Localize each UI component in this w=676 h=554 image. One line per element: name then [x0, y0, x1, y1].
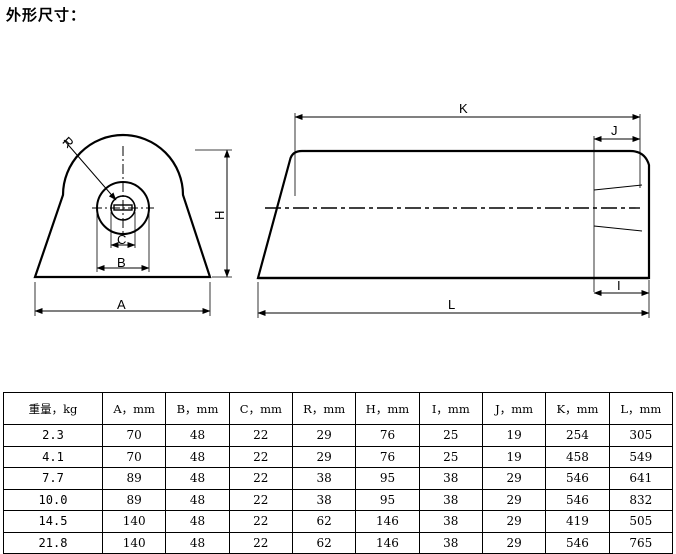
cell: 146 — [355, 510, 420, 533]
cell: 29 — [481, 510, 547, 533]
label-r: R — [60, 134, 77, 151]
cell: 29 — [291, 445, 357, 468]
section-title: 外形尺寸： — [6, 6, 87, 24]
cell: 38 — [418, 510, 483, 533]
header-i: I，mm — [418, 392, 483, 425]
cell: 48 — [165, 488, 230, 511]
cell: 76 — [355, 424, 420, 447]
cell: 76 — [355, 445, 420, 468]
cell: 22 — [228, 531, 293, 554]
cell: 2.3 — [3, 424, 103, 447]
cell: 641 — [608, 467, 674, 490]
header-a: A，mm — [101, 392, 167, 425]
cell: 38 — [418, 467, 483, 490]
cell: 146 — [355, 531, 420, 554]
cell: 22 — [228, 424, 293, 447]
cell: 546 — [545, 467, 610, 490]
header-b: B，mm — [165, 392, 230, 425]
header-c: C，mm — [228, 392, 293, 425]
cell: 7.7 — [3, 467, 103, 490]
label-l: L — [448, 297, 455, 312]
cell: 70 — [101, 445, 167, 468]
cell: 140 — [101, 510, 167, 533]
cell: 458 — [545, 445, 610, 468]
cell: 95 — [355, 488, 420, 511]
cell: 546 — [545, 488, 610, 511]
cell: 89 — [101, 467, 167, 490]
cell: 19 — [481, 424, 547, 447]
radius-leader — [63, 139, 117, 201]
header-r: R，mm — [291, 392, 357, 425]
side-view — [256, 113, 651, 318]
label-b: B — [117, 255, 126, 270]
header-l: L，mm — [608, 392, 674, 425]
cell: 19 — [481, 445, 547, 468]
cell: 62 — [291, 510, 357, 533]
header-weight: 重量，kg — [3, 392, 103, 425]
header-k: K，mm — [545, 392, 610, 425]
cell: 29 — [481, 531, 547, 554]
cell: 38 — [291, 488, 357, 511]
cell: 832 — [608, 488, 674, 511]
cell: 254 — [545, 424, 610, 447]
cell: 25 — [418, 445, 483, 468]
header-h: H，mm — [355, 392, 420, 425]
cell: 419 — [545, 510, 610, 533]
label-h: H — [212, 211, 227, 220]
cell: 48 — [165, 424, 230, 447]
label-c: C — [117, 232, 126, 247]
cell: 70 — [101, 424, 167, 447]
cell: 48 — [165, 445, 230, 468]
cell: 14.5 — [3, 510, 103, 533]
label-k: K — [459, 101, 468, 116]
cell: 549 — [608, 445, 674, 468]
cell: 62 — [291, 531, 357, 554]
cell: 22 — [228, 488, 293, 511]
label-j: J — [611, 123, 618, 138]
cell: 22 — [228, 445, 293, 468]
cell: 48 — [165, 510, 230, 533]
cell: 95 — [355, 467, 420, 490]
front-view-outline — [33, 133, 212, 279]
cell: 29 — [481, 488, 547, 511]
cell: 22 — [228, 467, 293, 490]
cell: 29 — [481, 467, 547, 490]
dimension-drawing: R C B H A K J I L — [33, 101, 651, 318]
cell: 48 — [165, 531, 230, 554]
cell: 38 — [418, 531, 483, 554]
cell: 505 — [608, 510, 674, 533]
cell: 305 — [608, 424, 674, 447]
label-a: A — [117, 297, 126, 312]
cell: 38 — [418, 488, 483, 511]
cell: 546 — [545, 531, 610, 554]
cell: 10.0 — [3, 488, 103, 511]
front-view — [33, 133, 232, 316]
cell: 22 — [228, 510, 293, 533]
label-i: I — [617, 278, 621, 293]
spec-table: 重量，kg A，mm B，mm C，mm R，mm H，mm I，mm J，mm… — [3, 392, 674, 554]
cell: 4.1 — [3, 445, 103, 468]
cell: 21.8 — [3, 531, 103, 554]
table-header-row: 重量，kg A，mm B，mm C，mm R，mm H，mm I，mm J，mm… — [3, 392, 674, 425]
cell: 140 — [101, 531, 167, 554]
cell: 25 — [418, 424, 483, 447]
cell: 765 — [608, 531, 674, 554]
cell: 29 — [291, 424, 357, 447]
cell: 48 — [165, 467, 230, 490]
side-view-outline — [256, 149, 651, 280]
cell: 89 — [101, 488, 167, 511]
header-j: J，mm — [481, 392, 547, 425]
cell: 38 — [291, 467, 357, 490]
